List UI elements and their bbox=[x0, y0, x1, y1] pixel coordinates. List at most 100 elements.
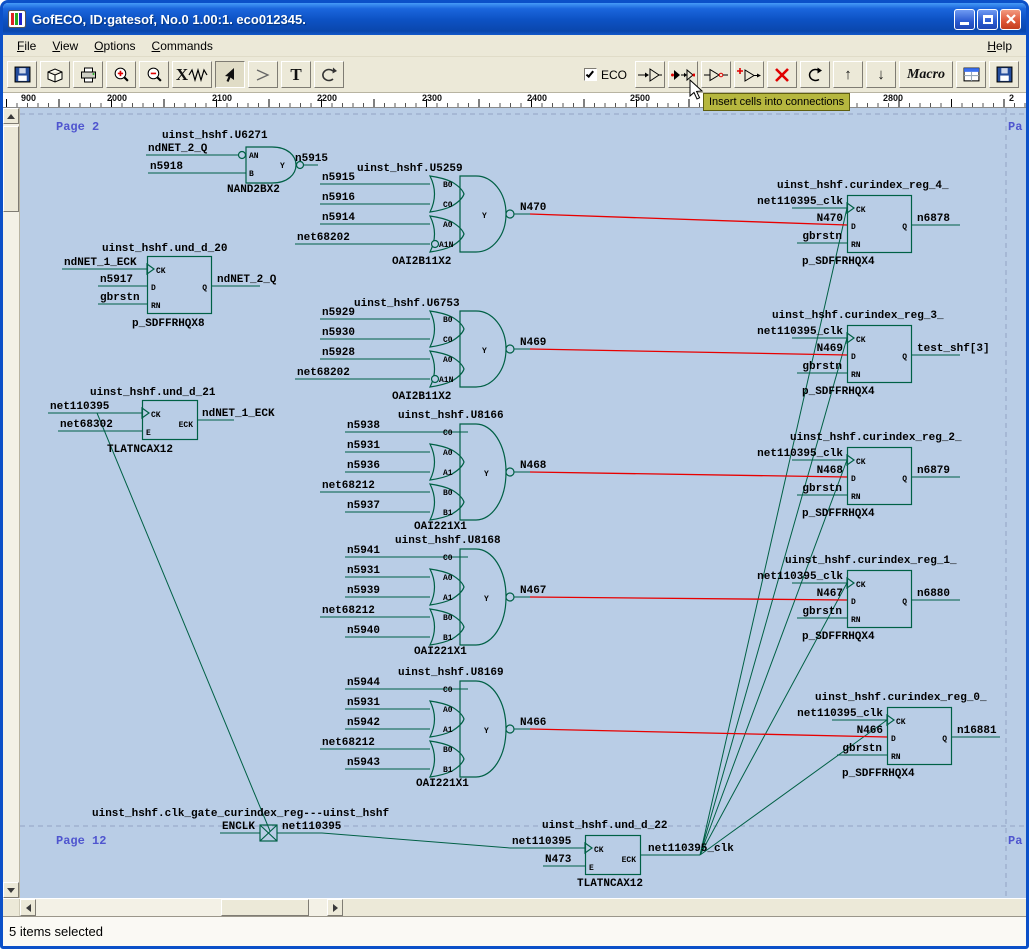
net-label[interactable]: net110395_clk bbox=[757, 196, 843, 208]
eco-checkbox[interactable]: ECO bbox=[584, 68, 627, 82]
redo-rotate-button[interactable] bbox=[800, 61, 830, 88]
cell-label[interactable]: TLATNCAX12 bbox=[107, 444, 173, 456]
net-label[interactable]: N466 bbox=[857, 725, 883, 737]
instance-label[interactable]: uinst_hshf.curindex_reg_1_ bbox=[785, 555, 957, 567]
net-trace-button[interactable]: X bbox=[172, 61, 212, 88]
net-label[interactable]: N470 bbox=[817, 213, 843, 225]
net-label[interactable]: net68302 bbox=[60, 419, 113, 431]
instance-label[interactable]: uinst_hshf.curindex_reg_3_ bbox=[772, 310, 944, 322]
net-label[interactable]: ENCLK bbox=[222, 821, 255, 833]
scroll-left-button[interactable] bbox=[20, 899, 36, 916]
instance-label[interactable]: uinst_hshf.und_d_22 bbox=[542, 820, 667, 832]
text-tool-button[interactable]: T bbox=[281, 61, 311, 88]
horizontal-scrollbar[interactable] bbox=[20, 899, 343, 916]
net-label[interactable]: gbrstn bbox=[802, 361, 842, 373]
net-label[interactable]: ndNET_2_Q bbox=[148, 143, 208, 155]
net-label[interactable]: n5943 bbox=[347, 757, 380, 769]
net-label[interactable]: n5915 bbox=[322, 172, 355, 184]
net-label[interactable]: gbrstn bbox=[802, 483, 842, 495]
instance-label[interactable]: uinst_hshf.curindex_reg_4_ bbox=[777, 180, 949, 192]
net-label[interactable]: N468 bbox=[520, 460, 547, 472]
scroll-right-button[interactable] bbox=[327, 899, 343, 916]
net-label[interactable]: net68212 bbox=[322, 737, 375, 749]
net-label[interactable]: n5914 bbox=[322, 212, 355, 224]
net-label[interactable]: N473 bbox=[545, 854, 572, 866]
net-label[interactable]: n5938 bbox=[347, 420, 380, 432]
vertical-scrollbar-thumb[interactable] bbox=[3, 126, 19, 212]
vertical-scrollbar[interactable] bbox=[3, 108, 20, 898]
menu-item-view[interactable]: View bbox=[44, 36, 86, 55]
net-label[interactable]: n5916 bbox=[322, 192, 355, 204]
print-button[interactable] bbox=[73, 61, 103, 88]
cell-label[interactable]: TLATNCAX12 bbox=[577, 878, 643, 890]
net-label[interactable]: n5940 bbox=[347, 625, 380, 637]
move-down-button[interactable]: ↓ bbox=[866, 61, 896, 88]
net-label[interactable]: net110395 bbox=[282, 821, 342, 833]
net-label[interactable]: n5931 bbox=[347, 697, 380, 709]
instance-label[interactable]: uinst_hshf.U8169 bbox=[398, 667, 504, 679]
macro-button[interactable]: Macro bbox=[899, 61, 953, 88]
cell-label[interactable]: p_SDFFRHQX4 bbox=[802, 386, 875, 398]
zoom-out-button[interactable] bbox=[139, 61, 169, 88]
net-label[interactable]: net110395 bbox=[50, 401, 110, 413]
cell-label[interactable]: OAI221X1 bbox=[414, 521, 467, 533]
net-label[interactable]: N466 bbox=[520, 717, 546, 729]
net-label[interactable]: n5929 bbox=[322, 307, 355, 319]
net-label[interactable]: n5941 bbox=[347, 545, 380, 557]
net-label[interactable]: n5942 bbox=[347, 717, 380, 729]
zoom-in-button[interactable] bbox=[106, 61, 136, 88]
menu-item-commands[interactable]: Commands bbox=[144, 36, 221, 55]
net-label[interactable]: n5928 bbox=[322, 347, 355, 359]
cell-label[interactable]: OAI2B11X2 bbox=[392, 256, 451, 268]
net-label[interactable]: N468 bbox=[817, 465, 844, 477]
eco-checkbox-box[interactable] bbox=[584, 68, 597, 81]
cell-label[interactable]: OAI2B11X2 bbox=[392, 391, 451, 403]
cell-label[interactable]: p_SDFFRHQX8 bbox=[132, 318, 205, 330]
wire-slope-button[interactable] bbox=[248, 61, 278, 88]
instance-label[interactable]: uinst_hshf.curindex_reg_2_ bbox=[790, 432, 962, 444]
instance-label[interactable]: uinst_hshf.U6271 bbox=[162, 130, 268, 142]
instance-label[interactable]: uinst_hshf.U6753 bbox=[354, 298, 460, 310]
net-label[interactable]: net110395_clk bbox=[757, 448, 843, 460]
cell-label[interactable]: NAND2BX2 bbox=[227, 184, 280, 196]
instance-label[interactable]: uinst_hshf.U5259 bbox=[357, 163, 463, 175]
add-cell-button[interactable] bbox=[734, 61, 764, 88]
close-button[interactable] bbox=[1000, 9, 1021, 30]
net-label[interactable]: n5915 bbox=[295, 153, 328, 165]
net-label[interactable]: n5917 bbox=[100, 274, 133, 286]
net-label[interactable]: gbrstn bbox=[802, 606, 842, 618]
cell-label[interactable]: OAI221X1 bbox=[416, 778, 469, 790]
net-label[interactable]: net68202 bbox=[297, 367, 350, 379]
net-label[interactable]: net110395_clk bbox=[757, 571, 843, 583]
net-label[interactable]: n5944 bbox=[347, 677, 380, 689]
cell-label[interactable]: p_SDFFRHQX4 bbox=[842, 768, 915, 780]
pointer-button[interactable] bbox=[215, 61, 245, 88]
net-label[interactable]: N469 bbox=[817, 343, 843, 355]
net-label[interactable]: n5930 bbox=[322, 327, 355, 339]
net-label[interactable]: gbrstn bbox=[842, 743, 882, 755]
net-label[interactable]: test_shf[3] bbox=[917, 343, 990, 355]
move-up-button[interactable]: ↑ bbox=[833, 61, 863, 88]
net-label[interactable]: ndNET_2_Q bbox=[217, 274, 277, 286]
net-label[interactable]: N469 bbox=[520, 337, 546, 349]
cell-label[interactable]: OAI221X1 bbox=[414, 646, 467, 658]
insert-cell-button[interactable] bbox=[635, 61, 665, 88]
insert-buffer-button[interactable] bbox=[701, 61, 731, 88]
net-label[interactable]: net110395 bbox=[512, 836, 572, 848]
net-label[interactable]: ndNET_1_ECK bbox=[202, 408, 275, 420]
horizontal-scrollbar-thumb[interactable] bbox=[221, 899, 309, 916]
instance-label[interactable]: uinst_hshf.U8166 bbox=[398, 410, 504, 422]
scroll-down-button[interactable] bbox=[3, 882, 19, 898]
scroll-up-button[interactable] bbox=[3, 108, 19, 124]
cell-label[interactable]: p_SDFFRHQX4 bbox=[802, 256, 875, 268]
instance-label[interactable]: uinst_hshf.U8168 bbox=[395, 535, 501, 547]
net-label[interactable]: n6879 bbox=[917, 465, 950, 477]
horizontal-scrollbar-track[interactable] bbox=[36, 899, 327, 916]
net-label[interactable]: n6880 bbox=[917, 588, 950, 600]
net-label[interactable]: net110395_clk bbox=[757, 326, 843, 338]
save-file-button[interactable] bbox=[7, 61, 37, 88]
net-label[interactable]: net68202 bbox=[297, 232, 350, 244]
net-label[interactable]: N470 bbox=[520, 202, 546, 214]
net-label[interactable]: gbrstn bbox=[802, 231, 842, 243]
delete-cell-button[interactable] bbox=[767, 61, 797, 88]
